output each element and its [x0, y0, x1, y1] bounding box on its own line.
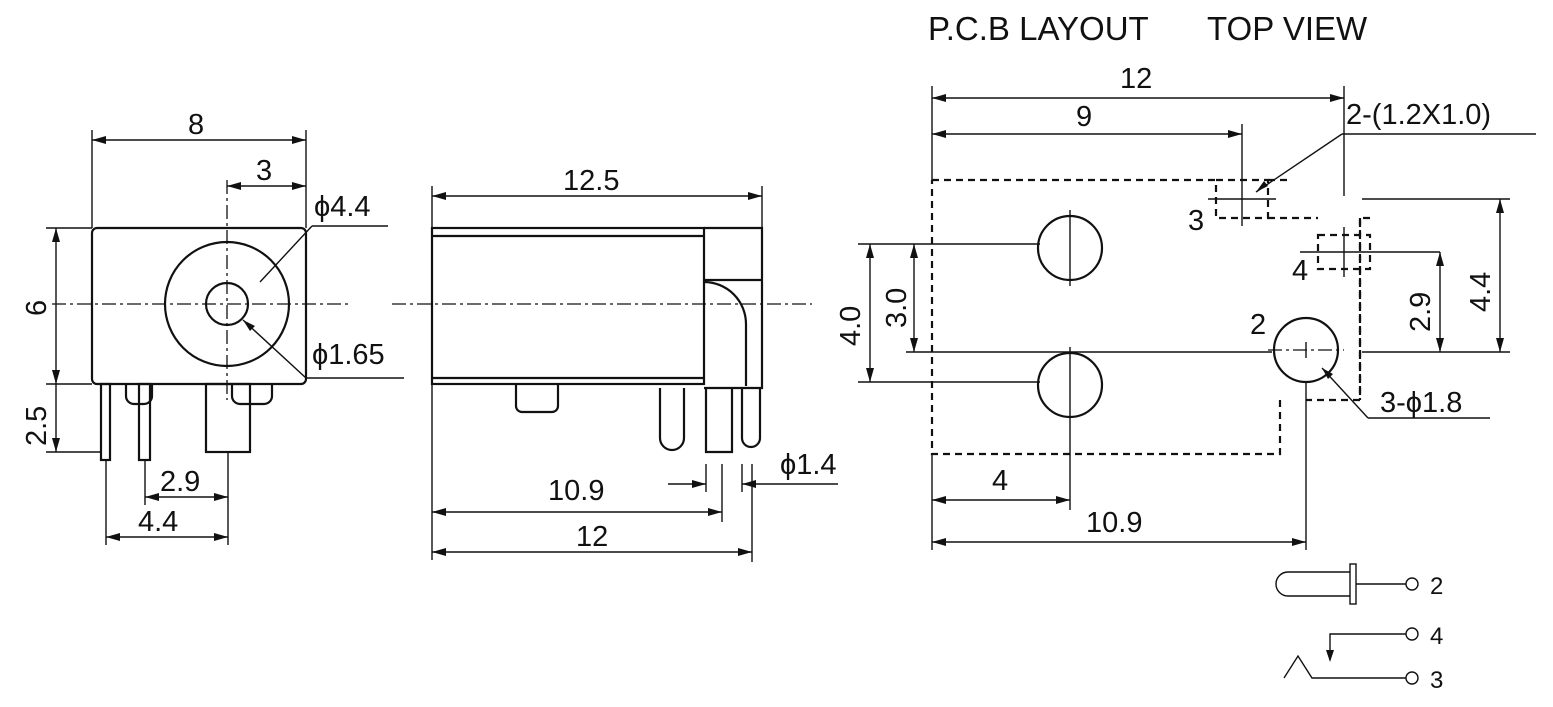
dim-label: 4.4: [1465, 272, 1497, 312]
arrowhead: [92, 136, 106, 144]
pin4-terminal: [1405, 627, 1419, 641]
dim-label: 6: [21, 300, 53, 316]
pin4-wire: [1329, 633, 1406, 660]
arrowhead: [52, 438, 60, 452]
arrowhead: [1322, 368, 1333, 379]
dim-label: 2.9: [1405, 292, 1437, 332]
dim-label: ϕ4.4: [314, 191, 371, 223]
dim-label: 3.0: [881, 288, 913, 328]
dim-label: 2-(1.2X1.0): [1346, 99, 1491, 131]
side-pin-right: [740, 388, 762, 449]
dim-label: 4: [992, 465, 1008, 497]
arrowhead: [214, 533, 228, 541]
arrowhead: [214, 493, 228, 501]
arrowhead: [910, 244, 918, 258]
arrowhead: [932, 94, 946, 102]
dim-label: 12: [1120, 63, 1152, 95]
arrowhead: [1496, 338, 1504, 352]
arrowhead: [52, 228, 60, 242]
arrowhead: [932, 496, 946, 504]
dim-label: 10.9: [548, 475, 604, 507]
dim-label: 2.5: [21, 406, 53, 446]
pin2-terminal: [1405, 577, 1419, 591]
front-pin-right: [204, 382, 252, 454]
arrowhead: [1326, 650, 1334, 662]
front-pin-left: [99, 382, 112, 462]
arrowhead: [692, 480, 706, 488]
arrowhead: [1436, 338, 1444, 352]
arrowhead: [1330, 94, 1344, 102]
front-pin-mid: [137, 382, 152, 462]
arrowhead: [243, 320, 255, 331]
arrowhead: [292, 136, 306, 144]
arrowhead: [1292, 538, 1306, 546]
arrowhead: [866, 244, 874, 258]
arrowhead: [1436, 252, 1444, 266]
pin-label: 4: [1430, 623, 1443, 650]
dim-label: 4.0: [835, 306, 867, 346]
pin-label: 2: [1250, 309, 1266, 341]
arrowhead: [748, 192, 762, 200]
plug-flange: [1349, 563, 1357, 605]
arrowhead: [742, 480, 756, 488]
arrowhead: [738, 548, 752, 556]
dim-label: 10.9: [1086, 507, 1142, 539]
arrowhead: [1256, 181, 1268, 192]
dim-label: ϕ1.65: [312, 339, 385, 371]
pin3-terminal: [1405, 671, 1419, 685]
side-rear-block: [704, 226, 764, 390]
dim-label: 4.4: [138, 506, 178, 538]
arrowhead: [932, 130, 946, 138]
front-pin-tab-right: [230, 384, 274, 406]
dim-label: 2.9: [160, 466, 200, 498]
arrowhead: [866, 368, 874, 382]
front-body: [90, 226, 308, 386]
side-pin-left: [658, 388, 686, 452]
jack-schematic: 2 4 3: [1275, 563, 1443, 694]
arrowhead: [227, 182, 241, 190]
arrowhead: [1496, 199, 1504, 213]
pin-label: 3: [1430, 667, 1443, 694]
leader-line: [1255, 133, 1343, 193]
leader-line: [259, 225, 313, 283]
side-pin-tab: [514, 384, 560, 414]
arrowhead: [432, 548, 446, 556]
pin-label: 4: [1292, 255, 1308, 287]
front-pin-tab-left: [124, 384, 154, 406]
arrowhead: [52, 370, 60, 384]
pcb-layout-title: P.C.B LAYOUT: [928, 10, 1149, 47]
arrowhead: [1228, 130, 1242, 138]
side-bend: [703, 280, 748, 386]
arrowhead: [932, 538, 946, 546]
top-view-title: TOP VIEW: [1207, 10, 1368, 47]
front-view: 8 3 ϕ4.4 ϕ1.65 6 2.5 2.9: [21, 109, 404, 545]
arrowhead: [145, 493, 159, 501]
arrowhead: [708, 508, 722, 516]
dim-label: 3-ϕ1.8: [1380, 387, 1462, 419]
arrowhead: [432, 192, 446, 200]
dim-label: 8: [188, 109, 204, 141]
pin-label: 3: [1188, 205, 1204, 237]
dim-label: 12: [576, 521, 608, 553]
leader-line: [242, 319, 307, 379]
pin-label: 2: [1430, 573, 1443, 600]
arrowhead: [292, 182, 306, 190]
arrowhead: [1056, 496, 1070, 504]
plug-body: [1275, 571, 1350, 597]
side-pin-mid: [704, 388, 734, 454]
pcb-outline: [930, 178, 1370, 456]
dim-label: 3: [256, 155, 272, 187]
pcb-layout: 3 4 2 12 9 2-(1.2X1.0) 4.0 3.0: [835, 63, 1536, 550]
dim-label: 9: [1076, 101, 1092, 133]
side-view: 12.5 10.9 12 ϕ1.4: [392, 165, 838, 562]
arrowhead: [432, 508, 446, 516]
arrowhead: [910, 338, 918, 352]
arrowhead: [106, 533, 120, 541]
pin3-wire: [1283, 654, 1406, 679]
dim-label: 12.5: [563, 165, 619, 197]
side-body: [430, 226, 706, 386]
dim-label: ϕ1.4: [780, 449, 837, 481]
